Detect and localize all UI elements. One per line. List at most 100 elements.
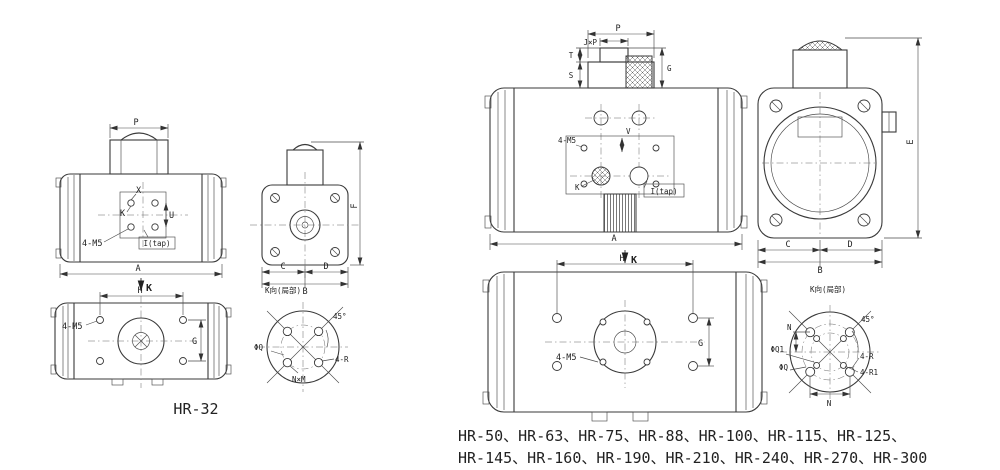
bolt-hole-inner	[839, 361, 847, 369]
dim-a: A	[135, 264, 140, 274]
indicator-dome	[796, 40, 844, 51]
model-title-hr32: HR-32	[173, 400, 218, 418]
dim-x: X	[136, 186, 142, 196]
m5-hole	[643, 318, 651, 326]
port-stub	[151, 378, 164, 386]
hr32-bottom-view: H G 4-M5	[50, 286, 232, 388]
bolt-hole-inner	[839, 335, 847, 343]
dim-b: B	[302, 287, 307, 297]
label-4m5: 4-M5	[82, 239, 102, 249]
label-4r: 4-R	[860, 352, 874, 361]
dim-b: B	[817, 266, 822, 276]
indicator-cap	[286, 149, 324, 186]
hr-large-front-view: P J×P T S G 4-M5	[484, 24, 748, 266]
mount-hole	[688, 361, 698, 371]
port-plug-hatched	[625, 55, 653, 89]
port-stub	[111, 378, 124, 386]
label-4m5: 4-M5	[556, 353, 576, 363]
dim-phi-q: ΦQ	[254, 343, 264, 352]
hr32-kview-detail: K向(局部) 45° ΦQ N×M 4-R	[254, 285, 349, 392]
indicator-dome	[292, 143, 318, 151]
dim-g: G	[192, 337, 197, 347]
dim-g-port: G	[667, 64, 672, 73]
dim-d: D	[323, 262, 328, 272]
model-list-line2: HR-145、HR-160、HR-190、HR-210、HR-240、HR-27…	[458, 449, 927, 467]
actuator-body	[487, 271, 763, 413]
indicator-cap	[792, 49, 848, 89]
itap-box	[643, 183, 685, 198]
pilot-hole-hatched	[591, 166, 611, 186]
dim-h: H	[619, 254, 624, 264]
m5-hole	[127, 223, 135, 231]
indicator-dome	[120, 132, 158, 141]
dim-h: H	[137, 286, 142, 296]
port-stub	[632, 411, 649, 422]
dim-n-spacing: N	[827, 399, 832, 408]
bolt-hole	[844, 327, 855, 338]
port-stub	[591, 411, 608, 422]
mount-hole	[552, 361, 562, 371]
flange-circle	[266, 310, 340, 384]
bolt-hole	[844, 366, 855, 377]
dim-phi-q: ΦQ	[779, 363, 789, 372]
dim-45deg: 45°	[333, 312, 347, 321]
kview-title: K向(局部)	[810, 284, 846, 294]
dim-v: V	[626, 127, 631, 136]
hr32-front-view: P X K U 4-M5 I(tap) A K	[55, 118, 227, 294]
m5-hole	[643, 358, 651, 366]
m5-hole	[599, 358, 607, 366]
bolt-hole	[313, 326, 324, 337]
mount-hole	[179, 357, 187, 365]
bolt-hole	[282, 326, 293, 337]
itap-box	[138, 236, 176, 250]
dim-u: U	[169, 211, 174, 221]
bolt-hole	[282, 357, 293, 368]
pilot-hole	[629, 166, 649, 186]
mount-hole	[552, 313, 562, 323]
dim-f: F	[350, 203, 360, 208]
dim-p: P	[615, 24, 620, 34]
bolt-hole-inner	[813, 335, 821, 343]
bolt-hole	[313, 357, 324, 368]
m5-hole	[599, 318, 607, 326]
mount-hole	[179, 316, 187, 324]
indicator-cap	[109, 139, 169, 175]
label-4r1: 4-R1	[860, 368, 878, 377]
dim-d: D	[847, 240, 852, 250]
label-nxm: N×M	[292, 375, 306, 384]
label-4m5: 4-M5	[62, 322, 82, 332]
label-4r: 4-R	[335, 355, 349, 364]
dim-c: C	[280, 262, 285, 272]
m5-hole	[127, 199, 135, 207]
dim-c: C	[785, 240, 790, 250]
hr32-side-view: F C D B	[250, 141, 364, 297]
dim-jxp: J×P	[583, 38, 597, 47]
dim-e: E	[906, 139, 916, 144]
model-list-line1: HR-50、HR-63、HR-75、HR-88、HR-100、HR-115、HR…	[458, 427, 906, 445]
bolt-hole-inner	[813, 361, 821, 369]
label-itap: I(tap)	[143, 239, 170, 248]
m5-hole	[151, 199, 159, 207]
pinion-knurled	[603, 193, 637, 233]
hr-large-side-view: E C D B	[757, 37, 922, 276]
bolt-circle	[280, 324, 326, 370]
mount-hole	[96, 316, 104, 324]
dim-a: A	[611, 234, 616, 244]
m5-hole	[580, 144, 588, 152]
view-arrow-k: K	[631, 255, 637, 266]
m5-hole	[151, 223, 159, 231]
dim-p: P	[133, 118, 138, 128]
mount-hole	[96, 357, 104, 365]
m5-hole	[652, 144, 660, 152]
dim-phi-q1: ΦQ1	[770, 345, 784, 354]
label-4m5: 4-M5	[558, 136, 576, 145]
view-arrow-k: K	[146, 283, 152, 294]
dim-n-offset: N	[787, 323, 792, 332]
dim-k: K	[120, 209, 126, 219]
dim-g: G	[698, 339, 703, 349]
bolt-hole	[805, 366, 816, 377]
kview-title: K向(局部)	[265, 285, 301, 295]
dim-t: T	[569, 51, 574, 60]
